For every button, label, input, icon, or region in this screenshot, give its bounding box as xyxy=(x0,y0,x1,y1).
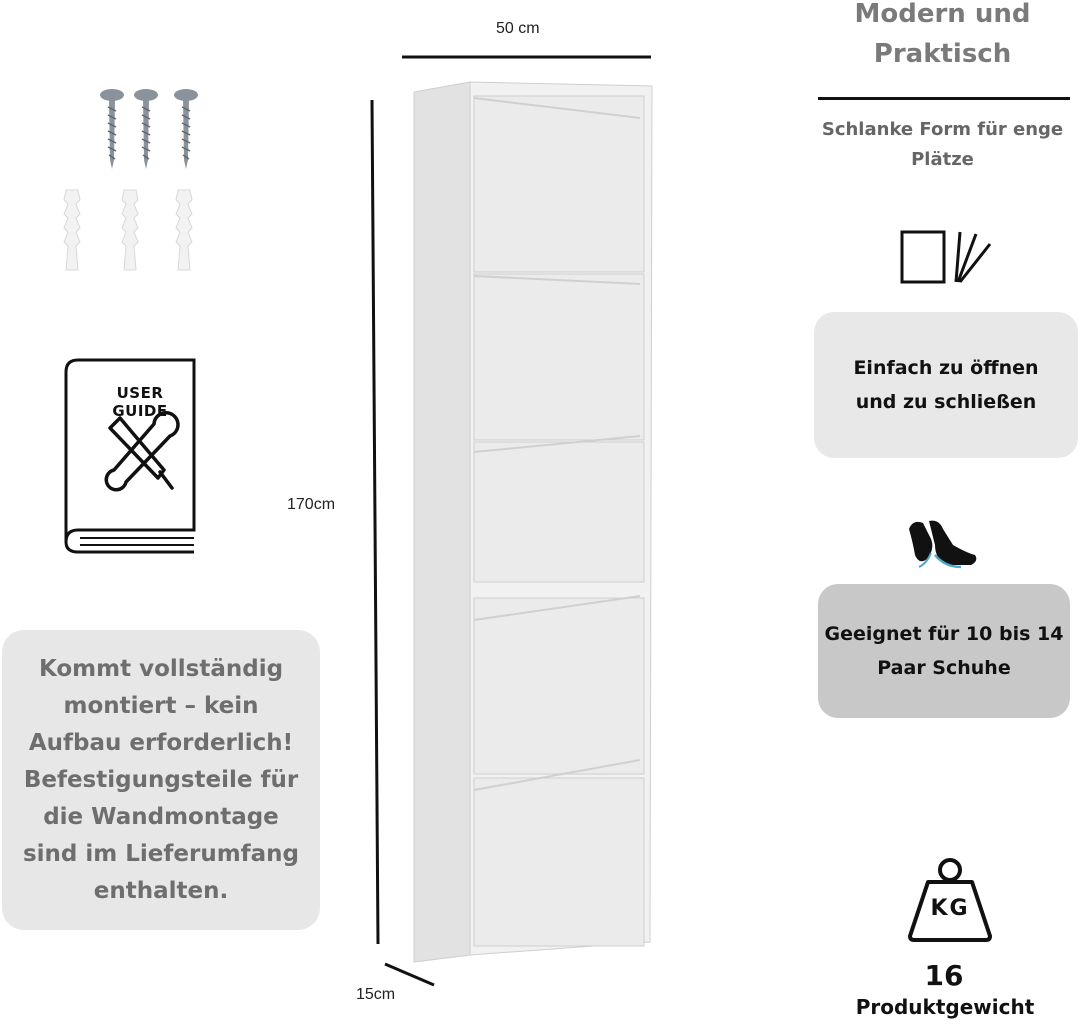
drawer-4 xyxy=(473,595,645,775)
capacity-text: Geeignet für 10 bis 14 Paar Schuhe xyxy=(824,623,1064,679)
user-guide-label: USER GUIDE xyxy=(112,384,168,420)
depth-label: 15cm xyxy=(356,986,396,1003)
shoes-icon xyxy=(909,520,977,569)
drawer-3 xyxy=(473,435,645,583)
assembly-info-box: Kommt vollständig montiert – kein Aufbau… xyxy=(2,630,320,930)
feature-title: Modern und Praktisch xyxy=(854,0,1031,69)
depth-dimension-line xyxy=(384,962,435,987)
easy-open-text: Einfach zu öffnen und zu schließen xyxy=(853,357,1039,413)
feature-subtitle: Schlanke Form für enge Plätze xyxy=(821,119,1064,170)
height-dimension-line xyxy=(370,99,380,945)
height-label: 170cm xyxy=(287,496,336,513)
weight-symbol: KG xyxy=(930,896,970,921)
user-guide-book: USER GUIDE xyxy=(60,352,200,557)
wall-plug-icon xyxy=(63,189,193,271)
assembly-info-text: Kommt vollständig montiert – kein Aufbau… xyxy=(22,655,300,904)
title-divider xyxy=(818,97,1070,100)
cabinet-side-panel xyxy=(413,81,471,963)
drawer-1 xyxy=(473,95,645,273)
capacity-box: Geeignet für 10 bis 14 Paar Schuhe xyxy=(818,584,1070,718)
shoe-cabinet xyxy=(413,81,653,963)
weight-value: 16 xyxy=(924,959,964,992)
width-label: 50 cm xyxy=(496,20,540,37)
mounting-hardware xyxy=(63,89,198,271)
drawer-2 xyxy=(473,273,645,441)
drawer-5 xyxy=(473,759,645,947)
weight-kg-icon: KG xyxy=(904,856,996,944)
easy-open-box: Einfach zu öffnen und zu schließen xyxy=(814,312,1078,458)
slim-form-icon xyxy=(900,230,992,284)
weight-label: Produktgewicht xyxy=(855,995,1035,1019)
screw-icon xyxy=(100,89,198,169)
wrench-screwdriver-icon xyxy=(104,410,180,492)
